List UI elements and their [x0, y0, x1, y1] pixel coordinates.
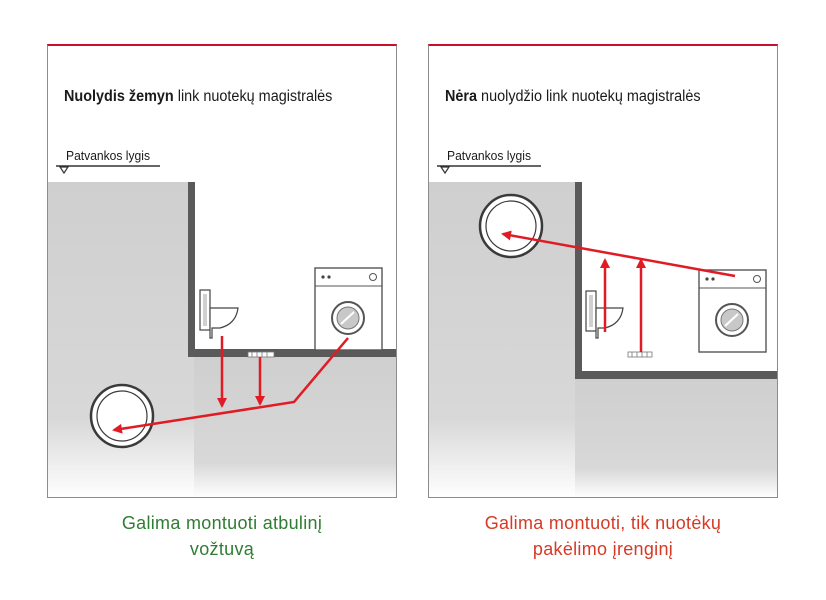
level-marker-icon: [58, 166, 70, 175]
flow-arrow-to-sewer: [501, 230, 736, 278]
soil-under-floor: [575, 379, 777, 497]
diagram-slope-down: [48, 165, 396, 497]
caption-check-valve: Galima montuoti atbulinį vožtuvą: [32, 510, 412, 562]
sewer-main-pipe-icon: [478, 193, 544, 259]
panel-title-rest: link nuotekų magistralės: [173, 88, 333, 105]
floor-drain-icon: [247, 351, 275, 358]
caption-line: pakėlimo įrenginį: [532, 539, 674, 559]
washing-machine-icon: [698, 269, 767, 353]
drain-flow-arrows: [112, 336, 349, 434]
basement-wall: [575, 182, 582, 379]
caption-lift-station: Galima montuoti, tik nuotėkų pakėlimo įr…: [413, 510, 793, 562]
caption-line: Galima montuoti, tik nuotėkų: [484, 513, 722, 533]
diagram-panel-no-slope: Nėra nuolydžio link nuotekų magistralės …: [428, 44, 778, 498]
level-label: Patvankos lygis: [66, 148, 151, 163]
toilet-icon: [585, 290, 624, 339]
basement-wall: [188, 182, 195, 357]
panel-title-rest: nuolydžio link nuotekų magistralės: [477, 88, 701, 105]
toilet-icon: [199, 289, 239, 339]
caption-line: Galima montuoti atbulinį: [121, 513, 323, 533]
lift-flow-arrows: [501, 230, 736, 352]
panel-title: Nuolydis žemyn link nuotekų magistralės: [64, 88, 367, 106]
panel-title: Nėra nuolydžio link nuotekų magistralės: [445, 88, 748, 106]
caption-line: vožtuvą: [189, 539, 255, 559]
flow-arrow-to-sewer: [112, 337, 349, 434]
panel-title-bold: Nuolydis žemyn: [64, 88, 174, 105]
basement-floor: [575, 371, 777, 379]
soil: [48, 182, 194, 497]
level-marker-icon: [439, 166, 451, 175]
panel-title-bold: Nėra: [445, 88, 478, 105]
soil-under-floor: [194, 356, 396, 497]
diagram-panel-slope-down: Nuolydis žemyn link nuotekų magistralės …: [47, 44, 397, 498]
floor-drain-icon: [627, 351, 653, 358]
basement-floor: [188, 349, 396, 357]
sewer-main-pipe-icon: [89, 383, 155, 449]
diagram-no-slope: [429, 165, 777, 497]
level-label: Patvankos lygis: [447, 148, 532, 163]
washing-machine-icon: [314, 267, 383, 351]
